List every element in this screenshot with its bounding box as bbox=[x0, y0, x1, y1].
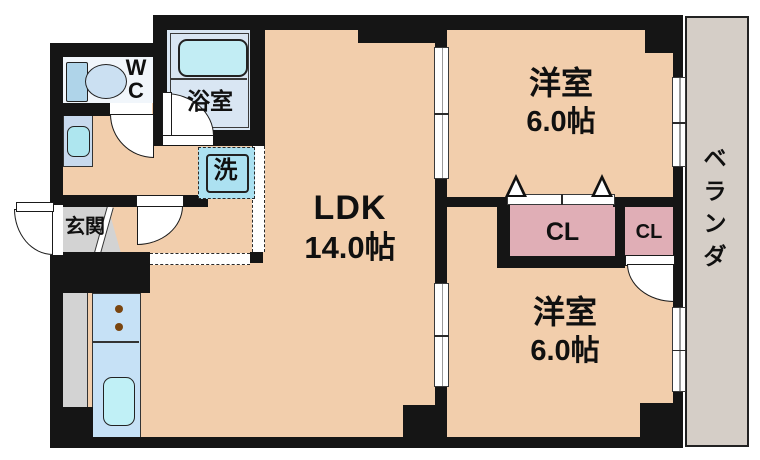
western-room-bottom-name: 洋室 bbox=[532, 294, 597, 330]
closet-swing-marker-right-inner bbox=[595, 180, 609, 195]
bathtub-divider-line bbox=[171, 78, 247, 80]
kitchen-counter-strip bbox=[63, 293, 88, 407]
wall-wc-bottom bbox=[63, 103, 111, 116]
wall-wc-top bbox=[50, 43, 155, 57]
closet-large-floor bbox=[510, 203, 615, 256]
western-room-top-floor bbox=[447, 25, 673, 197]
western-room-top-label: 洋室 6.0帖 bbox=[477, 65, 645, 139]
closet-large-sliding-door bbox=[507, 194, 615, 205]
wall-entrance-bottom-block bbox=[57, 252, 150, 293]
front-door-leaf bbox=[16, 202, 54, 212]
closet-swing-marker-left-inner bbox=[509, 180, 523, 195]
wc-label-line2: C bbox=[128, 78, 144, 103]
window-tick bbox=[672, 122, 686, 124]
front-door-gap bbox=[50, 205, 63, 255]
stove-burner-2 bbox=[115, 323, 123, 331]
wall-divider-top bbox=[435, 30, 447, 48]
front-door-swing bbox=[14, 209, 53, 255]
sliding-door-tick bbox=[434, 113, 449, 115]
western-room-top-size: 6.0帖 bbox=[526, 106, 596, 139]
wall-washroom-bottom-left bbox=[57, 195, 137, 207]
kitchen-unit-divider bbox=[92, 341, 139, 343]
ldk-name: LDK bbox=[313, 189, 387, 227]
wc-door-gap bbox=[110, 103, 152, 116]
opening-hall-to-kitchen bbox=[150, 253, 250, 265]
wall-bathroom-right bbox=[250, 30, 265, 146]
ldk-label: LDK 14.0帖 bbox=[270, 189, 430, 266]
western-room-top-name: 洋室 bbox=[528, 65, 593, 101]
window-top-room bbox=[672, 77, 686, 167]
wall-bottom-left-pillar bbox=[50, 407, 93, 439]
wc-label: W C bbox=[122, 56, 150, 102]
wall-top-room-top bbox=[440, 15, 683, 30]
wall-closet-bottom bbox=[497, 256, 625, 268]
sliding-door-top-room bbox=[434, 47, 449, 179]
laundry-label: 洗 bbox=[213, 157, 238, 184]
western-room-bottom-size: 6.0帖 bbox=[530, 335, 600, 368]
closet-small-label: CL bbox=[635, 221, 663, 243]
ldk-size: 14.0帖 bbox=[304, 230, 396, 266]
wall-right bbox=[673, 15, 683, 439]
window-tick bbox=[672, 349, 686, 351]
bathroom-label: 浴室 bbox=[187, 88, 233, 114]
sliding-door-bottom-room bbox=[434, 283, 449, 387]
entrance-label: 玄関 bbox=[65, 216, 105, 238]
wall-bathroom-top bbox=[153, 15, 265, 30]
closet-door-divider bbox=[561, 194, 563, 205]
veranda-floor bbox=[685, 16, 749, 447]
wall-divider-bottom bbox=[435, 385, 447, 437]
bathtub bbox=[178, 39, 248, 77]
bathroom-door-leaf bbox=[162, 92, 172, 136]
wall-ldk-top bbox=[263, 15, 360, 30]
window-bottom-room bbox=[672, 307, 686, 392]
stove-burner-1 bbox=[115, 305, 123, 313]
wall-closet-top-right bbox=[613, 197, 677, 207]
opening-washroom-to-ldk bbox=[252, 146, 265, 252]
wall-divider-middle bbox=[435, 177, 447, 283]
wall-closet-left bbox=[497, 197, 510, 268]
laundry-box-inner bbox=[206, 154, 249, 193]
wall-closet-top-left bbox=[440, 197, 507, 207]
closet-small-floor bbox=[625, 203, 673, 255]
veranda-label: ベ ラ ン ダ bbox=[703, 145, 727, 269]
wall-between-closets bbox=[615, 203, 625, 256]
western-room-bottom-label: 洋室 6.0帖 bbox=[479, 294, 651, 368]
sliding-door-tick bbox=[434, 335, 449, 337]
wall-top-center-pillar bbox=[358, 15, 440, 43]
vanity-basin bbox=[67, 126, 90, 157]
toilet-bowl bbox=[85, 64, 127, 99]
closet-large-label: CL bbox=[545, 218, 580, 246]
kitchen-sink bbox=[103, 377, 135, 426]
wall-hall-corner bbox=[250, 252, 263, 263]
wc-label-line1: W bbox=[125, 55, 147, 80]
wall-bottom bbox=[50, 437, 683, 448]
